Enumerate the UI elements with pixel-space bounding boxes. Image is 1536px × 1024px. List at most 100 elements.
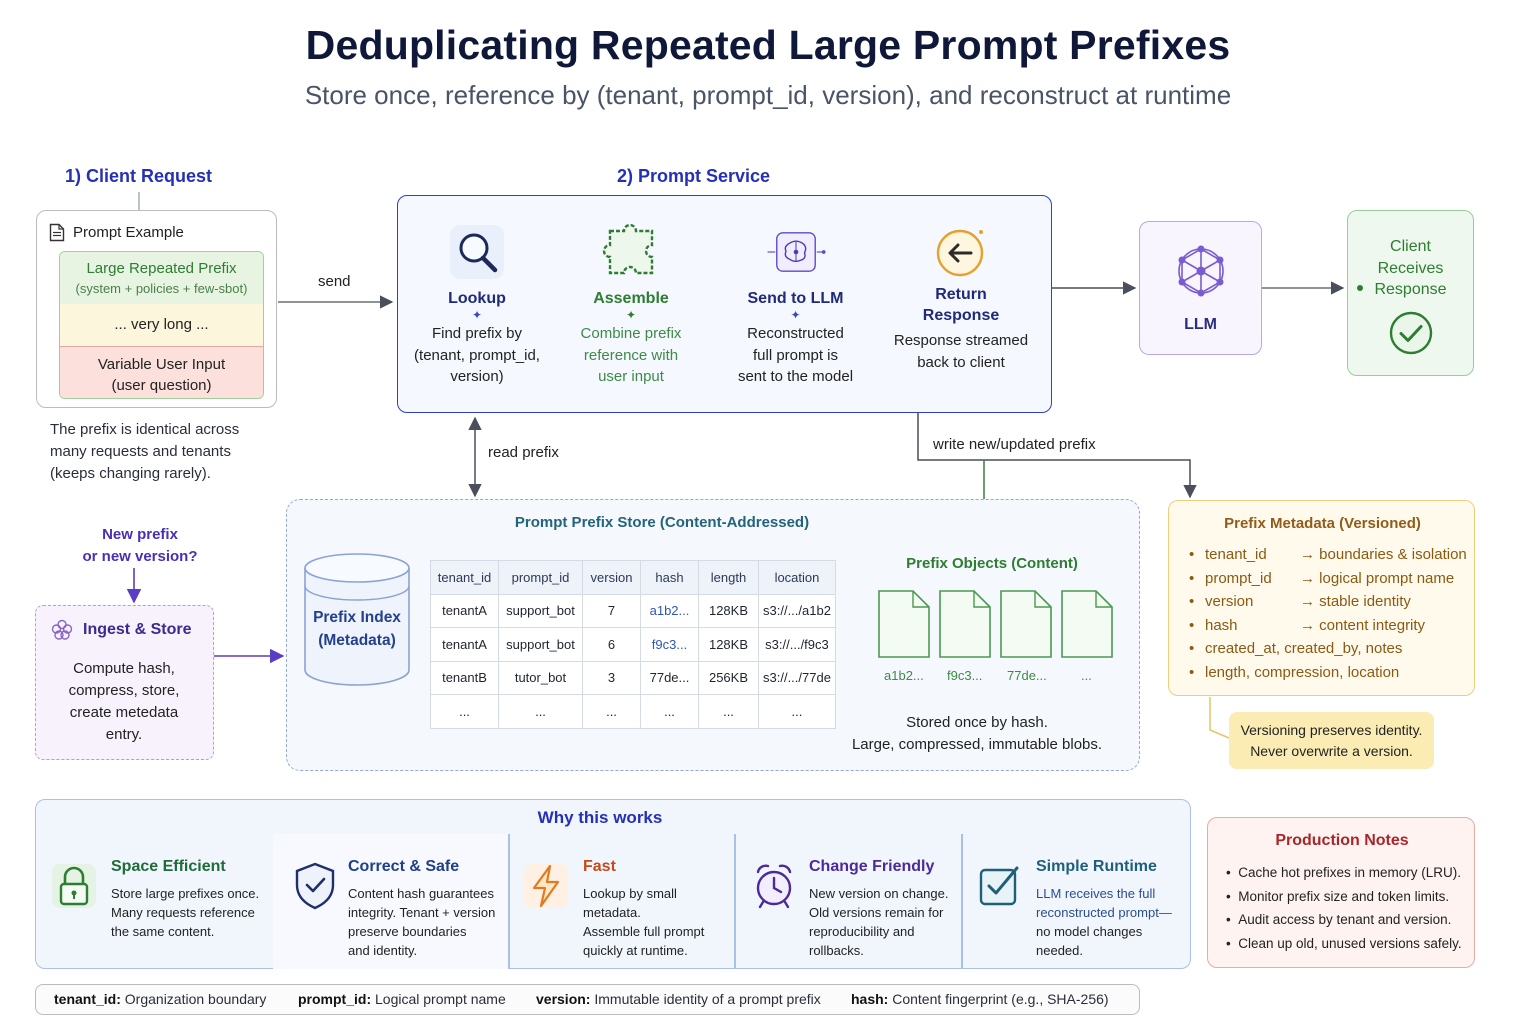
step-desc-line: Response streamed	[893, 332, 1029, 349]
step-lookup-desc: Find prefix by (tenant, prompt_id, versi…	[402, 323, 552, 388]
production-item-text: Clean up old, unused versions safely.	[1238, 935, 1462, 951]
why-item-desc: Store large prefixes once. Many requests…	[111, 884, 259, 941]
sparkle-icon: ✦	[625, 308, 637, 322]
ingest-desc-line: entry.	[105, 726, 143, 743]
step-desc-line: reference with	[583, 346, 679, 364]
network-icon	[1166, 240, 1236, 302]
table-cell: 77de...	[640, 660, 699, 695]
col-tenant-id: tenant_id	[430, 560, 499, 595]
prompt-example-title: Prompt Example	[73, 224, 184, 241]
flower-icon	[50, 618, 74, 647]
legend-item: tenant_id: Organization boundary	[54, 991, 266, 1007]
table-cell: tenantA	[430, 593, 499, 628]
why-correct-safe: Correct & Safe Content hash guarantees i…	[273, 834, 508, 969]
why-this-works-panel: Why this works Space Efficient Store lar…	[35, 799, 1191, 969]
table-cell: support_bot	[498, 627, 583, 662]
why-desc-line: Lookup by small metadata.	[583, 886, 677, 920]
brain-chip-icon	[766, 222, 826, 282]
table-cell: 128KB	[698, 593, 759, 628]
glossary-legend: tenant_id: Organization boundary prompt_…	[35, 984, 1140, 1015]
prefix-index-label: Prefix Index (Metadata)	[303, 606, 411, 652]
file-icon	[939, 590, 991, 658]
prefix-metadata-box: Prefix Metadata (Versioned) •tenant_id→ …	[1168, 500, 1475, 696]
production-item: • Clean up old, unused versions safely.	[1226, 935, 1462, 951]
check-circle-icon	[1388, 310, 1434, 356]
step-lookup: Lookup ✦ Find prefix by (tenant, prompt_…	[402, 196, 552, 388]
repeated-prefix-sub: (system + policies + few-sbot)	[75, 281, 248, 296]
metadata-key: tenant_id	[1205, 546, 1267, 563]
table-cell: s3://.../a1b2	[758, 593, 836, 628]
metadata-item: •created_at, created_by, notes	[1189, 640, 1403, 657]
client-receives-label: Client Receives Response	[1348, 236, 1473, 301]
file-icons	[878, 590, 1113, 658]
new-prefix-line: or new version?	[82, 547, 198, 565]
why-item-desc: New version on change. Old versions rema…	[809, 884, 948, 960]
why-item-desc: Lookup by small metadata. Assemble full …	[583, 884, 734, 960]
table-cell: ...	[640, 694, 699, 729]
step-desc-line: sent to the model	[737, 368, 854, 385]
metadata-text: length, compression, location	[1205, 663, 1400, 681]
legend-value: Immutable identity of a prompt prefix	[594, 991, 821, 1007]
prompt-service-box: Lookup ✦ Find prefix by (tenant, prompt_…	[397, 195, 1052, 413]
table-cell: ...	[698, 694, 759, 729]
alarm-clock-icon	[750, 858, 798, 912]
why-desc-line: Content hash guarantees	[348, 886, 494, 901]
production-title: Production Notes	[1275, 832, 1409, 849]
metadata-item: •length, compression, location	[1189, 663, 1400, 681]
table-cell: a1b2...	[640, 593, 699, 628]
step-send-desc: Reconstructed full prompt is sent to the…	[718, 323, 873, 388]
why-desc-line: Old versions remain for	[809, 905, 944, 920]
metadata-value: → stable identity	[1300, 593, 1411, 610]
prefix-index-table: tenant_id prompt_id version hash length …	[430, 560, 836, 729]
read-prefix-label: read prefix	[488, 444, 559, 461]
why-space-efficient: Space Efficient Store large prefixes onc…	[36, 834, 273, 969]
production-item-text: Cache hot prefixes in memory (LRU).	[1238, 865, 1462, 880]
legend-value: Content fingerprint (e.g., SHA-256)	[892, 991, 1109, 1007]
step-desc-line: user input	[598, 368, 664, 385]
client-receives-line: Receives	[1377, 259, 1444, 277]
metadata-value: → content integrity	[1300, 616, 1426, 634]
table-cell: f9c3...	[640, 627, 699, 662]
database-icon	[304, 553, 410, 686]
metadata-key: version	[1205, 593, 1254, 610]
versioning-callout: Versioning preserves identity. Never ove…	[1229, 712, 1434, 769]
legend-value: Organization boundary	[124, 991, 267, 1007]
metadata-item: •hash→ content integrity	[1189, 616, 1426, 634]
ingest-desc-line: Compute hash,	[73, 660, 175, 677]
why-desc-line: Assemble full prompt	[583, 924, 705, 939]
legend-item: version: Immutable identity of a prompt …	[536, 991, 821, 1007]
object-hash-label: ...	[1081, 668, 1092, 683]
store-title: Prompt Prefix Store (Content-Addressed)	[514, 514, 810, 531]
metadata-title: Prefix Metadata (Versioned)	[1224, 515, 1421, 532]
metadata-item: •tenant_id→ boundaries & isolation	[1189, 546, 1467, 563]
table-row: tenantA support_bot 6 f9c3... 128KB s3:/…	[430, 627, 836, 662]
metadata-text: created_at, created_by, notes	[1205, 640, 1403, 657]
client-request-label: 1) Client Request	[65, 166, 213, 186]
why-desc-line: no model changes needed.	[1036, 924, 1143, 958]
callout-line: Never overwrite a version.	[1250, 743, 1413, 759]
objects-note-line: Large, compressed, immutable blobs.	[851, 735, 1103, 753]
metadata-value: → logical prompt name	[1300, 569, 1455, 587]
table-cell: tenantA	[430, 627, 499, 662]
table-cell: 3	[582, 660, 641, 695]
why-divider	[508, 834, 510, 969]
ingest-store-box: Ingest & Store Compute hash, compress, s…	[35, 605, 214, 760]
prompt-prefix-store: Prompt Prefix Store (Content-Addressed) …	[286, 499, 1140, 771]
very-long-segment: ... very long ...	[60, 304, 263, 346]
prefix-index-line: (Metadata)	[318, 632, 396, 649]
table-cell: 7	[582, 593, 641, 628]
new-prefix-line: New prefix	[102, 526, 178, 543]
table-row: tenantA support_bot 7 a1b2... 128KB s3:/…	[430, 593, 836, 628]
legend-key: version:	[536, 991, 591, 1007]
why-item-title: Correct & Safe	[348, 858, 460, 875]
table-cell: 256KB	[698, 660, 759, 695]
repeated-prefix-segment: Large Repeated Prefix (system + policies…	[60, 252, 263, 304]
client-receives-box: Client Receives Response	[1347, 210, 1474, 376]
production-item: • Cache hot prefixes in memory (LRU).	[1226, 865, 1462, 880]
legend-item: prompt_id: Logical prompt name	[298, 991, 506, 1007]
ingest-desc: Compute hash, compress, store, create me…	[36, 658, 212, 746]
repeated-prefix-label: Large Repeated Prefix	[86, 260, 237, 277]
step-return-title-line: Response	[922, 307, 1000, 324]
production-item-text: Audit access by tenant and version.	[1238, 912, 1452, 927]
prefix-note-line: many requests and tenants	[50, 443, 231, 460]
